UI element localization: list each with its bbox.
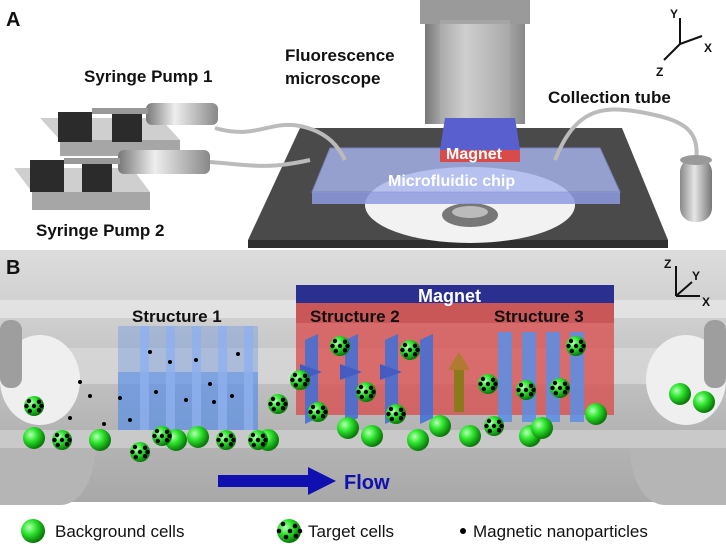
target-cell [130,442,150,462]
target-cell [550,378,570,398]
background-cell [531,417,553,439]
magnet-label-a: Magnet [446,146,503,163]
structure-1 [118,326,258,430]
background-cell [585,403,607,425]
magnet-block-a [440,118,520,150]
legend-nanoparticle-icon [460,528,466,534]
nanoparticle [128,418,132,422]
axis-a-y: Y [670,7,678,21]
axis-b-y: Y [692,269,700,283]
tubing-out [553,107,699,163]
nanoparticle [208,382,212,386]
magnet-top-b [296,285,614,303]
nanoparticle [154,390,158,394]
target-cell [216,430,236,450]
target-cell [152,426,172,446]
syringe-pump-1-label: Syringe Pump 1 [84,67,212,86]
axes-b [675,266,700,297]
syringe-pump-2-label: Syringe Pump 2 [36,221,164,240]
nanoparticle [102,422,106,426]
nanoparticle [168,360,172,364]
nanoparticle [230,394,234,398]
target-cell [330,336,350,356]
nanoparticle [118,396,122,400]
legend-background-cell-icon [21,519,45,543]
background-cell [459,425,481,447]
target-cell [248,430,268,450]
target-cell [308,402,328,422]
axis-a-z: Z [656,65,663,79]
collection-tube [680,158,712,222]
target-cell [356,382,376,402]
structure-3-label: Structure 3 [494,307,584,326]
syringe-2 [118,150,210,174]
background-cell [407,429,429,451]
tubing-1 [214,122,347,161]
legend-background-cells: Background cells [55,522,184,541]
legend-target-cells: Target cells [308,522,394,541]
collection-tube-label: Collection tube [548,88,671,107]
tubing-2 [209,158,311,168]
background-cell [187,426,209,448]
background-cell [337,417,359,439]
syringe-pump-1 [40,103,218,156]
background-cell [693,391,715,413]
panel-a: A [6,0,712,248]
structure-1-label: Structure 1 [132,307,222,326]
microscope-label-line-1: Fluorescence [285,46,395,65]
target-cell [52,430,72,450]
cells-layer [23,336,715,462]
background-cell [361,425,383,447]
flow-arrow [218,475,310,487]
panel-b-label: B [6,257,20,279]
target-cell [516,380,536,400]
legend-nanoparticles: Magnetic nanoparticles [473,522,648,541]
target-cell [484,416,504,436]
background-cell [89,429,111,451]
panel-b: B Magnet [0,250,726,505]
nanoparticle [148,350,152,354]
flow-label: Flow [344,472,390,494]
target-cell [566,336,586,356]
magnet-label-b: Magnet [418,286,481,306]
nanoparticle [194,358,198,362]
microscope-label-line-2: microscope [285,69,380,88]
target-cell [24,396,44,416]
target-cell [478,374,498,394]
structure-2 [300,334,433,424]
panel-a-label: A [6,9,20,31]
chip-label: Microfluidic chip [388,173,515,190]
nanoparticle [68,416,72,420]
syringe-1 [146,103,218,125]
nanoparticle [184,398,188,402]
background-cell [429,415,451,437]
structure-2-label: Structure 2 [310,307,400,326]
target-cell [290,370,310,390]
magnetic-force-arrow [454,368,464,412]
axis-a-x: X [704,41,712,55]
syringe-pump-2 [14,150,210,210]
nanoparticle [78,380,82,384]
target-cell [400,340,420,360]
axis-b-x: X [702,295,710,309]
nanoparticle [212,400,216,404]
axis-b-z: Z [664,257,671,271]
background-cell [669,383,691,405]
nanoparticle [88,394,92,398]
legend: Background cells Target cells Magnetic n… [21,519,648,543]
nanoparticle [236,352,240,356]
target-cell [386,404,406,424]
background-cell [23,427,45,449]
legend-target-cell-icon [276,519,303,543]
target-cell [268,394,288,414]
axes-a [663,18,703,61]
